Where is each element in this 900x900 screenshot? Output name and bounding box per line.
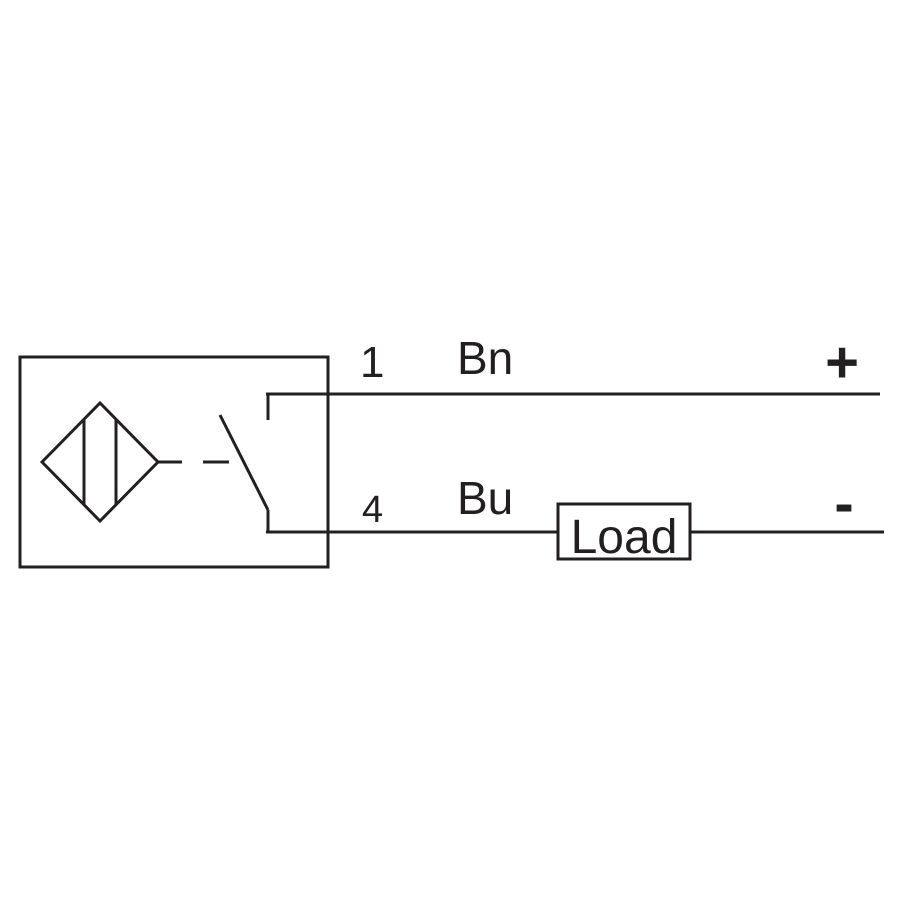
polarity-negative-label: -	[834, 471, 853, 536]
wire-bottom-color-label: Bu	[457, 472, 513, 524]
polarity-positive-label: +	[825, 330, 859, 395]
load-label: Load	[571, 511, 678, 564]
sensor-housing	[18, 355, 330, 569]
pin-top-label: 1	[360, 338, 384, 387]
inductive-sensor-icon	[39, 400, 161, 524]
wire-top-color-label: Bn	[457, 332, 513, 384]
switch-contact-icon	[218, 394, 270, 532]
pin-bottom-label: 4	[362, 489, 383, 531]
